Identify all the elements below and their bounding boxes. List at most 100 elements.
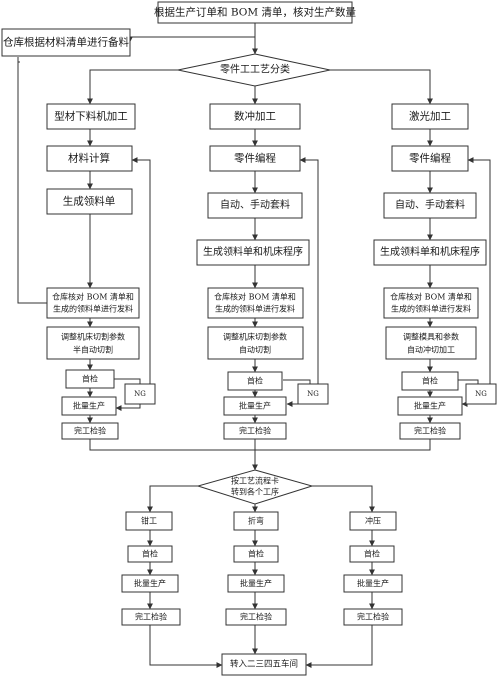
col2-first-check-label: 首检 — [247, 376, 263, 386]
sub2-batch-label: 批量生产 — [240, 578, 272, 588]
col1-final-check: 完工检验 — [61, 422, 119, 440]
col1-adjust-line2: 半自动切割 — [73, 345, 113, 355]
sub2-process-label: 折弯 — [248, 516, 264, 526]
col2-process: 数冲加工 — [209, 103, 301, 130]
col1-process: 型材下料机加工 — [46, 103, 136, 130]
col1-warehouse-verify: 仓库核对 BOM 清单和 生成的领料单进行发料 — [46, 287, 140, 319]
col2-final-check-label: 完工检验 — [239, 426, 271, 436]
col3-pick-list-label: 生成领料单和机床程序 — [380, 245, 480, 258]
col1-process-label: 型材下料机加工 — [54, 110, 128, 123]
col2-batch: 批量生产 — [223, 396, 287, 416]
col1-first-check: 首检 — [65, 369, 115, 389]
node-warehouse-prep: 仓库根据材料清单进行备料 — [1, 28, 131, 57]
col1-material-calc: 材料计算 — [46, 145, 133, 172]
sub3-process: 冲压 — [349, 511, 397, 531]
col3-batch-label: 批量生产 — [414, 401, 446, 411]
col3-final-check: 完工检验 — [399, 422, 461, 440]
sub2-batch: 批量生产 — [227, 574, 285, 593]
col1-warehouse-verify-line2: 生成的领料单进行发料 — [53, 304, 133, 314]
col2-adjust-line1: 调整机床切割参数 — [223, 332, 287, 342]
node-route-line1: 按工艺流程卡 — [231, 476, 279, 486]
col1-batch: 批量生产 — [61, 396, 117, 416]
sub1-final-check: 完工检验 — [121, 608, 181, 626]
col1-material-calc-label: 材料计算 — [68, 152, 110, 165]
col3-warehouse-verify-line1: 仓库核对 BOM 清单和 — [390, 292, 472, 302]
sub3-first-check: 首检 — [349, 545, 395, 563]
col3-warehouse-verify-line2: 生成的领料单进行发料 — [391, 304, 471, 314]
col2-final-check: 完工检验 — [223, 422, 287, 440]
sub3-process-label: 冲压 — [365, 516, 381, 526]
sub1-process: 钳工 — [125, 511, 173, 531]
sub2-final-check: 完工检验 — [225, 608, 287, 626]
col2-programming: 零件编程 — [209, 145, 301, 172]
col2-warehouse-verify-line2: 生成的领料单进行发料 — [215, 304, 295, 314]
sub1-final-check-label: 完工检验 — [135, 612, 167, 622]
col2-first-check: 首检 — [227, 371, 283, 391]
col3-batch: 批量生产 — [397, 396, 463, 416]
col2-ng: NG — [297, 383, 329, 405]
col1-adjust-line1: 调整机床切割参数 — [61, 332, 125, 342]
col2-pick-list: 生成领料单和机床程序 — [196, 239, 310, 266]
node-order-check: 根据生产订单和 BOM 清单，核对生产数量 — [154, 1, 356, 24]
sub2-process: 折弯 — [233, 511, 279, 531]
col3-final-check-label: 完工检验 — [414, 426, 446, 436]
col3-nesting: 自动、手动套料 — [383, 192, 477, 219]
col2-process-label: 数冲加工 — [234, 110, 276, 123]
col2-programming-label: 零件编程 — [234, 152, 276, 165]
sub2-final-check-label: 完工检验 — [240, 612, 272, 622]
node-transfer-label: 转入二三四五车间 — [230, 659, 298, 670]
sub1-first-check: 首检 — [127, 545, 173, 563]
node-order-check-label: 根据生产订单和 BOM 清单，核对生产数量 — [154, 6, 356, 19]
col1-batch-label: 批量生产 — [73, 401, 105, 411]
col3-ng-label: NG — [475, 390, 487, 398]
sub3-batch: 批量生产 — [343, 574, 403, 593]
col2-ng-label: NG — [307, 390, 319, 398]
sub3-final-check-label: 完工检验 — [357, 612, 389, 622]
col3-first-check-label: 首检 — [422, 376, 438, 386]
col2-warehouse-verify: 仓库核对 BOM 清单和 生成的领料单进行发料 — [207, 287, 304, 319]
col3-process: 激光加工 — [391, 103, 469, 130]
col2-nesting-label: 自动、手动套料 — [220, 198, 290, 211]
col3-process-label: 激光加工 — [409, 110, 451, 123]
sub1-batch-label: 批量生产 — [134, 578, 166, 588]
col2-warehouse-verify-line1: 仓库核对 BOM 清单和 — [214, 292, 296, 302]
sub2-first-check: 首检 — [233, 545, 279, 563]
col1-final-check-label: 完工检验 — [74, 426, 106, 436]
col3-programming-label: 零件编程 — [409, 152, 451, 165]
col2-nesting: 自动、手动套料 — [207, 192, 303, 219]
sub3-first-check-label: 首检 — [364, 549, 380, 559]
node-warehouse-prep-label: 仓库根据材料清单进行备料 — [3, 36, 129, 49]
node-transfer-workshops: 转入二三四五车间 — [221, 653, 307, 676]
col1-pick-list-label: 生成领料单 — [63, 195, 116, 208]
sub1-first-check-label: 首检 — [142, 549, 158, 559]
col3-adjust-line2: 自动冲切加工 — [407, 345, 455, 355]
col1-first-check-label: 首检 — [82, 374, 98, 384]
col1-ng-label: NG — [134, 390, 146, 398]
connectors — [17, 23, 491, 668]
node-route-by-card: 按工艺流程卡 转到各个工序 — [196, 469, 314, 505]
col3-ng: NG — [465, 383, 497, 405]
col3-adjust: 调整模具和参数 自动冲切加工 — [385, 326, 477, 360]
col2-pick-list-label: 生成领料单和机床程序 — [203, 245, 303, 258]
col2-adjust-line2: 自动切割 — [239, 345, 271, 355]
col2-adjust: 调整机床切割参数 自动切割 — [207, 326, 304, 360]
node-part-classification: 零件工工艺分类 — [177, 53, 331, 87]
col3-first-check: 首检 — [401, 371, 459, 391]
col1-pick-list: 生成领料单 — [46, 188, 133, 215]
col3-programming: 零件编程 — [391, 145, 469, 172]
col3-nesting-label: 自动、手动套料 — [395, 198, 465, 211]
sub1-batch: 批量生产 — [121, 574, 179, 593]
col3-pick-list: 生成领料单和机床程序 — [373, 239, 487, 266]
col2-batch-label: 批量生产 — [239, 401, 271, 411]
col1-ng: NG — [124, 383, 156, 405]
sub3-batch-label: 批量生产 — [357, 578, 389, 588]
col1-adjust: 调整机床切割参数 半自动切割 — [46, 326, 140, 360]
col3-adjust-line1: 调整模具和参数 — [403, 332, 459, 342]
node-part-classification-label: 零件工工艺分类 — [220, 63, 290, 76]
col3-warehouse-verify: 仓库核对 BOM 清单和 生成的领料单进行发料 — [383, 287, 479, 319]
sub1-process-label: 钳工 — [141, 516, 157, 526]
col1-warehouse-verify-line1: 仓库核对 BOM 清单和 — [52, 292, 134, 302]
node-route-line2: 转到各个工序 — [231, 487, 279, 497]
sub2-first-check-label: 首检 — [248, 549, 264, 559]
